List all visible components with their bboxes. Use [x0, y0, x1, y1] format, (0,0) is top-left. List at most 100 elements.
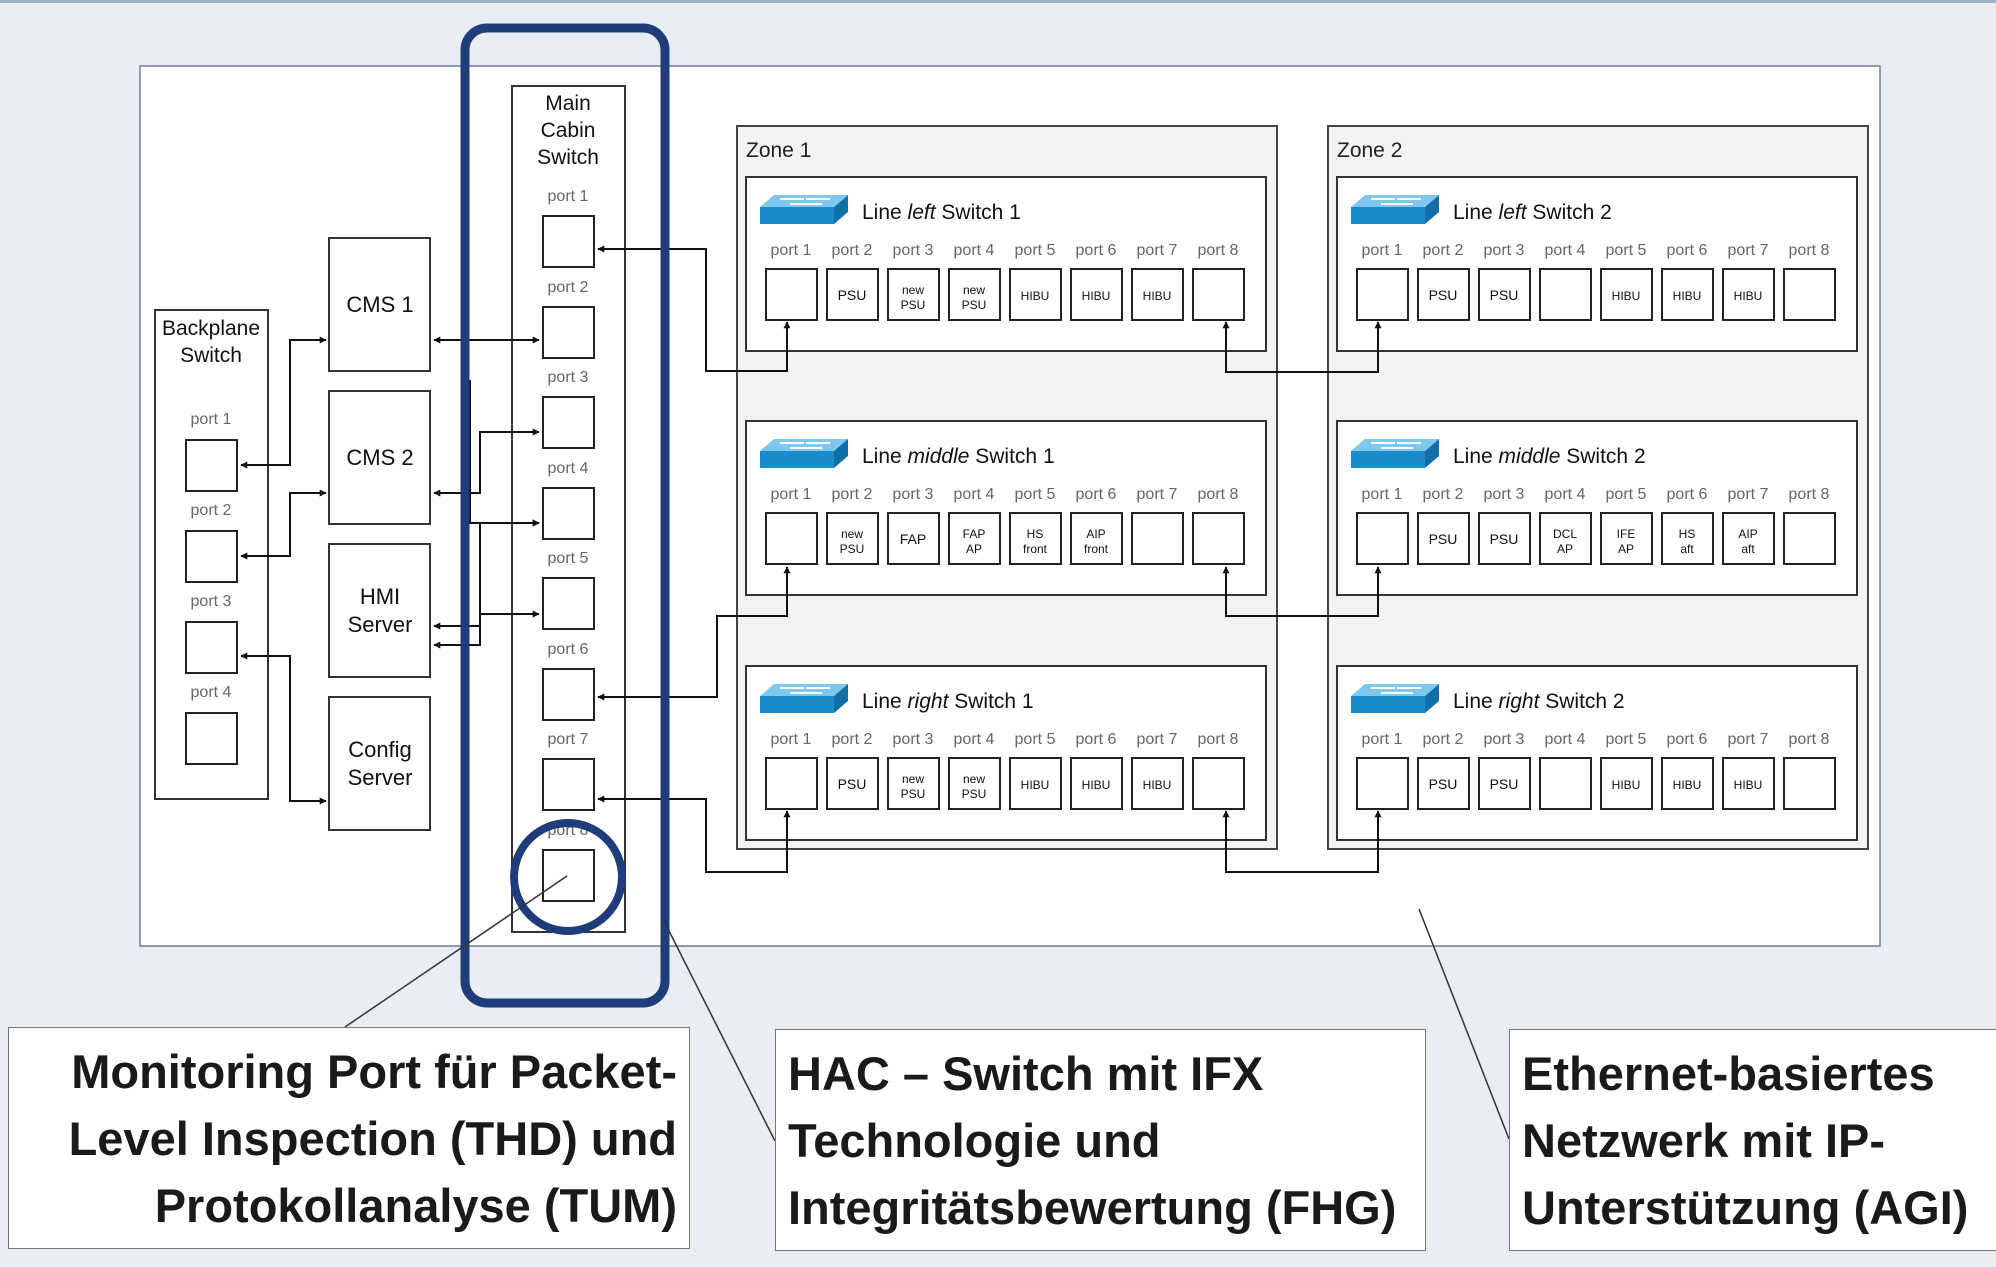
backplane-port-box	[185, 530, 238, 583]
backplane-title-line-1: Backplane	[162, 317, 260, 340]
device-label: PSU	[1490, 531, 1519, 547]
port-box	[1356, 268, 1409, 321]
title-em: right	[1499, 690, 1541, 713]
port-label: port 1	[771, 731, 812, 748]
port-label: port 7	[1137, 486, 1178, 503]
port-label: port 8	[1198, 242, 1239, 259]
port-box	[887, 757, 940, 810]
server-label: HMI	[360, 584, 400, 609]
port-label: port 4	[1545, 731, 1586, 748]
port-label: port 3	[1484, 242, 1525, 259]
callout-2-line-1: HAC – Switch mit IFX	[788, 1047, 1264, 1100]
server-box	[328, 696, 431, 831]
connection-line	[469, 380, 540, 527]
network-switch-icon	[1351, 684, 1439, 713]
port-label: port 4	[954, 486, 995, 503]
connections	[240, 245, 1382, 873]
main-port-box	[542, 215, 595, 268]
device-label-line-1: IFE	[1617, 527, 1636, 541]
port-label: port 1	[1362, 731, 1403, 748]
port-box	[1478, 512, 1531, 565]
port-box	[1070, 512, 1123, 565]
title-post: Switch 1	[948, 690, 1033, 713]
device-label: HIBU	[1673, 778, 1702, 792]
port-box	[948, 757, 1001, 810]
main-port-box	[542, 396, 595, 449]
port-label: port 1	[1362, 486, 1403, 503]
port-label: port 3	[893, 486, 934, 503]
device-label: PSU	[1429, 776, 1458, 792]
port-box	[1539, 512, 1592, 565]
server-box	[328, 390, 431, 525]
port-box	[1009, 512, 1062, 565]
port-box	[1070, 268, 1123, 321]
port-box	[1539, 757, 1592, 810]
port-label: port 3	[893, 731, 934, 748]
backplane-port-label: port 1	[191, 411, 232, 428]
device-label: HIBU	[1082, 289, 1111, 303]
device-label-line-2: PSU	[840, 542, 865, 556]
callout-1-line-2: Level Inspection (THD) und	[68, 1112, 677, 1165]
port-label: port 6	[1076, 731, 1117, 748]
backplane-title-line-2: Switch	[180, 344, 242, 367]
connection-line	[433, 610, 540, 649]
callout-3-line-1: Ethernet-basiertes	[1522, 1047, 1935, 1100]
port-label: port 7	[1728, 486, 1769, 503]
device-label-line-1: new	[902, 283, 924, 297]
device-label: PSU	[838, 776, 867, 792]
main-port-box	[542, 849, 595, 902]
port-label: port 6	[1667, 242, 1708, 259]
port-box	[1600, 757, 1653, 810]
connection-line	[433, 428, 540, 497]
device-label-line-2: AP	[1618, 542, 1634, 556]
port-box	[1417, 268, 1470, 321]
server-label: Config	[348, 737, 412, 762]
port-label: port 5	[1015, 486, 1056, 503]
port-box	[1661, 512, 1714, 565]
port-label: port 4	[954, 242, 995, 259]
callout-hac-switch: HAC – Switch mit IFX Technologie und Int…	[775, 1029, 1426, 1251]
device-label: HIBU	[1143, 289, 1172, 303]
backplane-port-box	[185, 712, 238, 765]
device-label-line-1: FAP	[963, 527, 986, 541]
port-box	[1783, 512, 1836, 565]
device-label-line-2: AP	[966, 542, 982, 556]
device-label: FAP	[900, 531, 926, 547]
server-label: CMS 2	[346, 445, 413, 470]
port-label: port 2	[1423, 486, 1464, 503]
port-box	[1417, 757, 1470, 810]
port-label: port 4	[1545, 242, 1586, 259]
port-box	[1722, 512, 1775, 565]
connection-line	[1222, 566, 1382, 617]
connection-line	[1222, 321, 1382, 373]
device-label-line-1: DCL	[1553, 527, 1577, 541]
port-label: port 8	[1789, 486, 1830, 503]
port-label: port 1	[771, 486, 812, 503]
port-label: port 8	[1198, 486, 1239, 503]
main-port-box	[542, 487, 595, 540]
port-box	[765, 268, 818, 321]
port-box	[948, 268, 1001, 321]
device-label: HIBU	[1734, 289, 1763, 303]
port-label: port 7	[1137, 731, 1178, 748]
port-label: port 5	[1606, 486, 1647, 503]
device-label-line-2: PSU	[962, 787, 987, 801]
port-box	[948, 512, 1001, 565]
callout-1-line-3: Protokollanalyse (TUM)	[154, 1179, 677, 1232]
device-label: HIBU	[1673, 289, 1702, 303]
callout-3-line-2: Netzwerk mit IP-	[1522, 1114, 1886, 1167]
device-label-line-1: new	[963, 283, 985, 297]
line-switch-title: Line right Switch 1	[862, 690, 1034, 713]
port-label: port 2	[1423, 242, 1464, 259]
port-box	[1661, 268, 1714, 321]
main-port-box	[542, 668, 595, 721]
port-label: port 4	[1545, 486, 1586, 503]
port-box	[1009, 757, 1062, 810]
callout-3-line-3: Unterstützung (AGI)	[1522, 1181, 1969, 1234]
title-pre: Line	[1453, 690, 1499, 713]
device-label: PSU	[1429, 531, 1458, 547]
device-label-line-1: new	[902, 772, 924, 786]
